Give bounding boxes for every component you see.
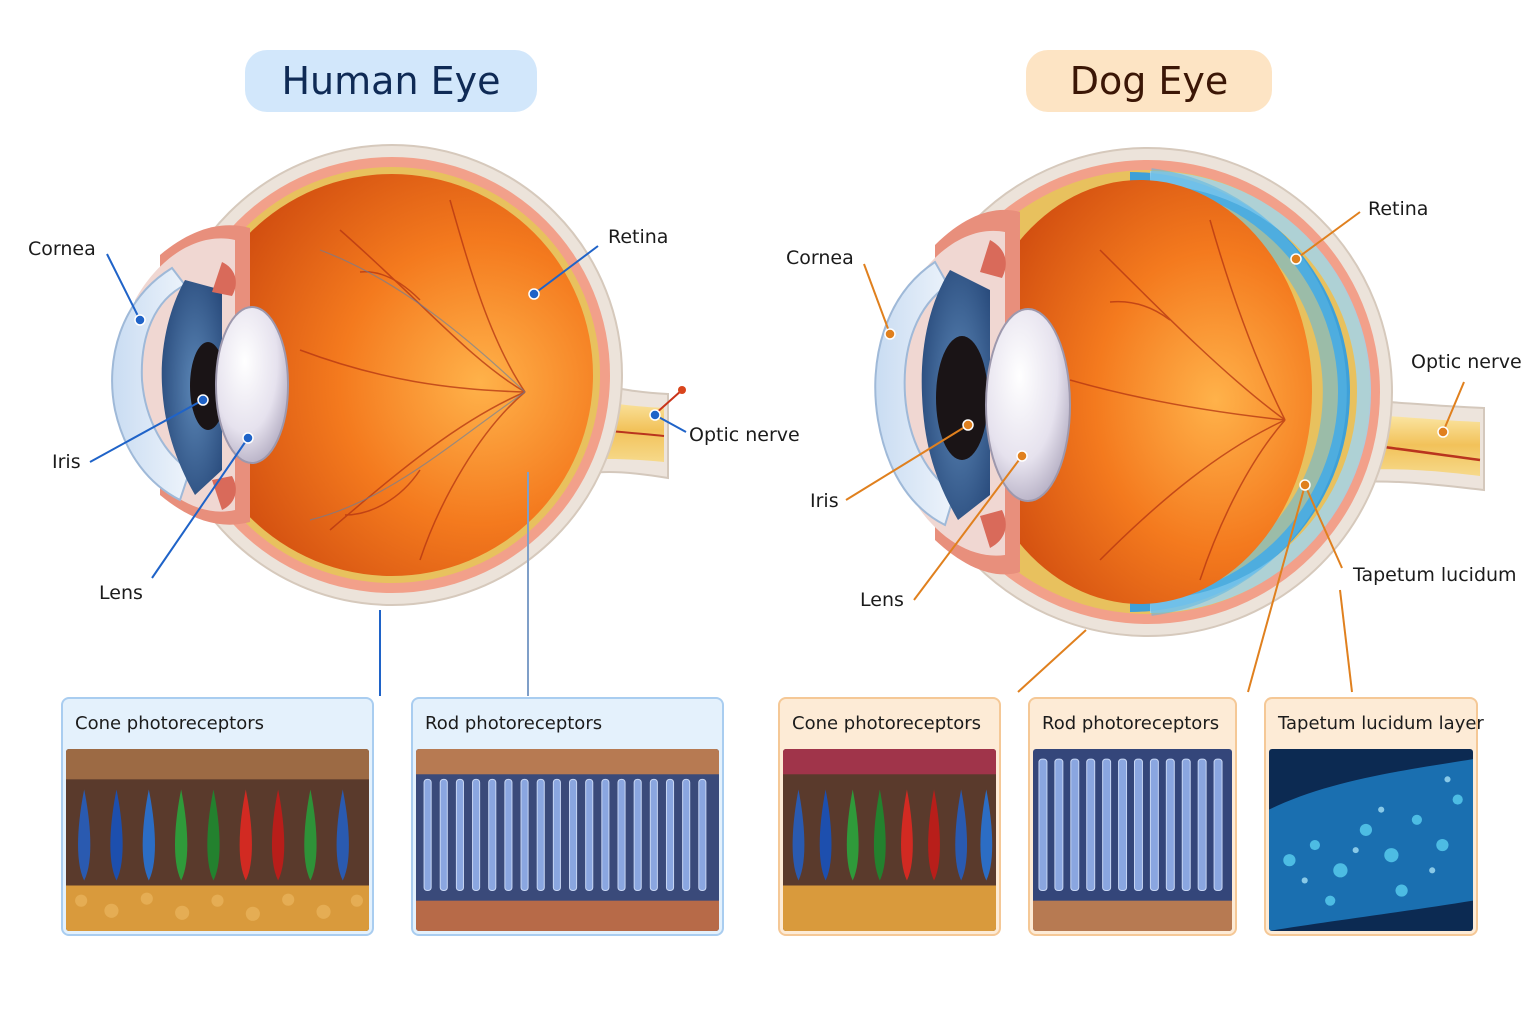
cone-illustration [66,749,369,931]
dog-label-iris: Iris [810,490,839,512]
dog-rod-panel: Rod photoreceptors [1028,697,1237,936]
human-leader-lines [89,245,687,696]
human-eye-title: Human Eye [245,50,537,112]
human-label-lens: Lens [99,582,143,604]
dog-label-cornea: Cornea [786,247,854,269]
human-eyeball [111,144,669,606]
human-rod-panel: Rod photoreceptors [411,697,724,936]
rod-illustration [416,749,719,931]
dog-eye-title: Dog Eye [1026,50,1272,112]
dog-label-retina: Retina [1368,198,1429,220]
dog-cone-panel: Cone photoreceptors [778,697,1001,936]
cone-illustration [783,749,996,931]
panel-title: Rod photoreceptors [1042,713,1220,734]
dog-label-tapetum: Tapetum lucidum [1353,564,1517,586]
human-label-retina: Retina [608,226,669,248]
human-label-optic-nerve: Optic nerve [689,424,800,446]
dog-label-lens: Lens [860,589,904,611]
dog-label-dots [884,253,1449,491]
panel-title: Tapetum lucidum layer [1278,713,1484,734]
human-label-cornea: Cornea [28,238,96,260]
human-label-dots [134,288,686,444]
human-label-iris: Iris [52,451,81,473]
dog-label-optic-nerve: Optic nerve [1411,351,1522,373]
human-cone-panel: Cone photoreceptors [61,697,374,936]
panel-title: Cone photoreceptors [75,713,265,734]
panel-title: Cone photoreceptors [792,713,982,734]
panel-title: Rod photoreceptors [425,713,603,734]
dog-tapetum-panel: Tapetum lucidum layer [1264,697,1484,936]
dog-eyeball [874,147,1485,637]
rod-illustration [1033,749,1232,931]
tapetum-illustration [1269,749,1473,931]
dog-leader-lines [845,211,1465,693]
